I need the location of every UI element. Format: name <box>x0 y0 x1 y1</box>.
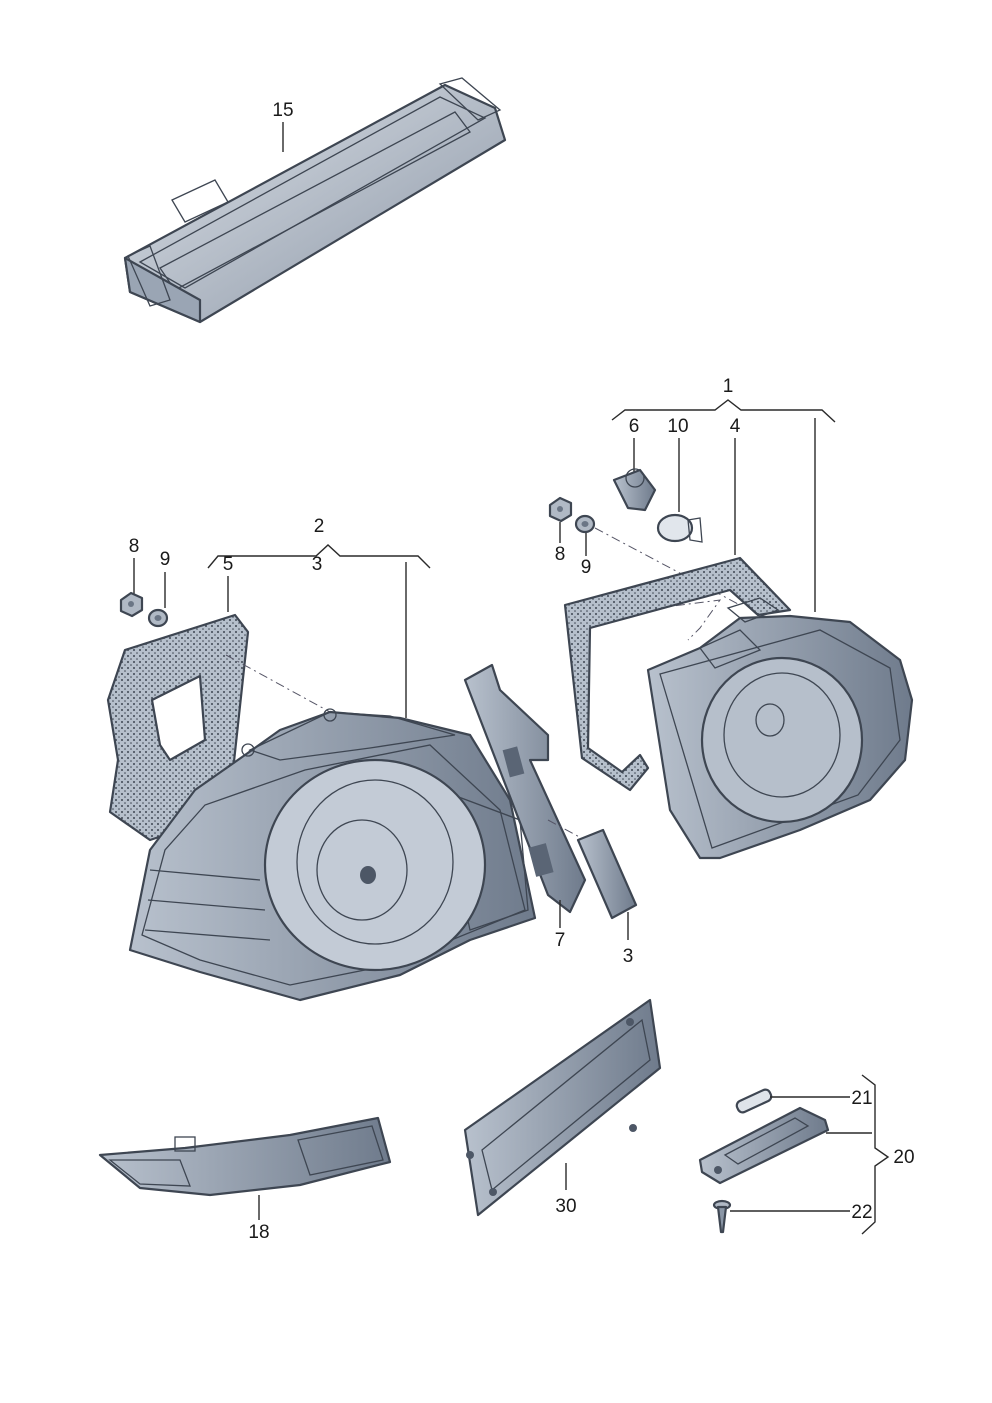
part-4-gasket <box>563 556 792 792</box>
part-3-insert <box>576 828 638 920</box>
part-8-nut-right <box>548 496 573 523</box>
part-10-bulb <box>656 513 703 543</box>
callout-30: 30 <box>555 1196 576 1217</box>
callout-22: 22 <box>851 1202 872 1223</box>
callout-18: 18 <box>248 1222 269 1243</box>
part-7-bracket <box>463 663 587 914</box>
callout-7: 7 <box>555 930 566 951</box>
part-6-bulb-holder <box>612 468 657 512</box>
part-15-brake-light <box>123 77 507 324</box>
callout-1: 1 <box>723 376 734 397</box>
part-18-reflector <box>98 1116 392 1197</box>
callout-15: 15 <box>272 100 293 121</box>
callout-10: 10 <box>667 416 688 437</box>
part-1-inner-tail-light <box>646 597 914 860</box>
callout-8-right: 8 <box>555 544 566 565</box>
part-30-mounting-plate <box>463 998 662 1217</box>
callout-21: 21 <box>851 1088 872 1109</box>
part-20-licence-light <box>698 1106 830 1185</box>
part-21-festoon-bulb <box>735 1088 773 1114</box>
callout-3-bottom: 3 <box>623 946 634 967</box>
callout-4: 4 <box>730 416 741 437</box>
part-8-nut-left <box>119 591 144 618</box>
callout-5: 5 <box>223 554 234 575</box>
callout-8-left: 8 <box>129 536 140 557</box>
part-9-washer-left <box>147 608 169 628</box>
part-2-outer-tail-light <box>128 708 537 1002</box>
part-9-washer-right <box>574 514 596 534</box>
callout-9-left: 9 <box>160 549 171 570</box>
part-22-screw <box>712 1199 732 1234</box>
callout-9-right: 9 <box>581 557 592 578</box>
callout-3-top: 3 <box>312 554 323 575</box>
callout-2: 2 <box>314 516 325 537</box>
callout-20: 20 <box>893 1147 914 1168</box>
callout-6: 6 <box>629 416 640 437</box>
